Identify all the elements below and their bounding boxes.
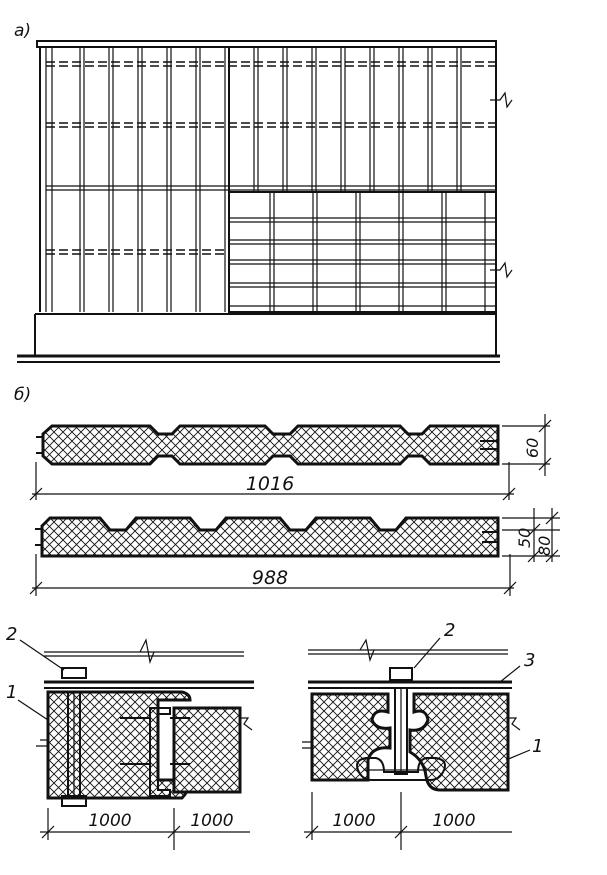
joint-1-callout-1: 1 xyxy=(6,682,17,703)
joint-2-right-panel xyxy=(408,692,510,792)
joint-2-callout-1: 1 xyxy=(532,736,543,757)
part-b-label: б) xyxy=(14,385,31,405)
vertical-panel-seams xyxy=(79,47,462,312)
joint-detail-1: 2 1 1000 1000 xyxy=(6,624,254,850)
dashed-girts xyxy=(46,61,496,255)
joint-2-nut xyxy=(389,667,413,681)
joint-2-left-panel xyxy=(310,692,392,782)
joint-1-callout-2: 2 xyxy=(6,624,17,645)
panel-988-profile xyxy=(40,516,500,558)
part-a-label: а) xyxy=(14,21,31,41)
panel-988-thickness-inner: 50 xyxy=(515,528,534,548)
panel-section-1016: 60 1016 xyxy=(29,414,552,501)
facade-top-beam xyxy=(36,40,497,48)
break-mark xyxy=(490,91,513,109)
joint-1-channel xyxy=(149,707,171,797)
facade-base xyxy=(17,313,500,363)
joint-detail-2: 2 3 1 1000 1000 xyxy=(302,620,543,850)
panel-1016-width: 1016 xyxy=(246,473,294,495)
panel-1016-thickness: 60 xyxy=(523,438,542,458)
joint-1-nut-bottom xyxy=(61,795,87,807)
panel-1016-profile xyxy=(41,424,500,466)
facade-elevation xyxy=(17,40,513,363)
panel-988-width: 988 xyxy=(252,567,288,589)
break-mark xyxy=(490,261,513,279)
break-mark xyxy=(139,638,155,665)
panel-section-988: 50 80 988 xyxy=(29,508,560,596)
joint-2-clip xyxy=(356,757,446,781)
joint-1-dim-left: 1000 xyxy=(88,811,131,831)
joint-2-dim-left: 1000 xyxy=(332,811,375,831)
joint-2-callout-3: 3 xyxy=(524,650,535,671)
panel-988-thickness-outer: 80 xyxy=(535,536,554,556)
glazing-grid xyxy=(228,191,497,313)
joint-1-nut-top xyxy=(61,667,87,679)
joint-2-dim-right: 1000 xyxy=(432,811,475,831)
joint-1-right-panel xyxy=(172,706,242,794)
joint-2-callout-2: 2 xyxy=(444,620,455,641)
break-mark xyxy=(359,638,375,663)
joint-1-dim-right: 1000 xyxy=(190,811,233,831)
